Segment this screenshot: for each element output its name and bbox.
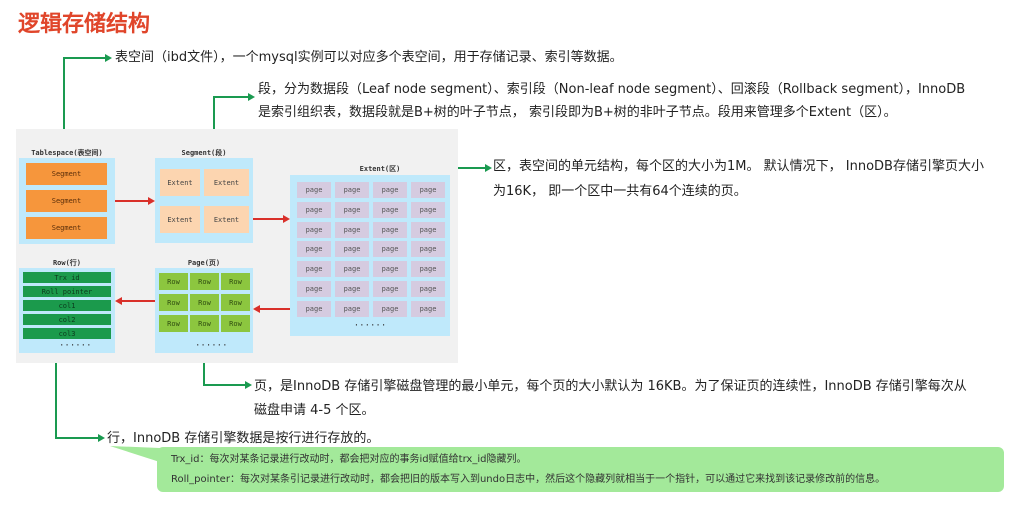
- extent-block: Extent: [204, 206, 249, 233]
- page-block: page: [297, 241, 331, 258]
- row-field: col2: [23, 314, 111, 325]
- page-label: Page(页): [187, 259, 221, 267]
- callout-pointer: [110, 446, 166, 464]
- row-label: Row(行): [52, 259, 82, 267]
- segment-label: Segment(段): [181, 149, 227, 157]
- page-block: page: [335, 221, 369, 238]
- page-block: page: [373, 300, 407, 317]
- row-field: col1: [23, 300, 111, 311]
- row-field: Roll pointer: [23, 286, 111, 297]
- row-block: Row: [159, 273, 188, 290]
- segment-block: Segment: [26, 217, 107, 239]
- page-block: page: [335, 201, 369, 218]
- page-block: page: [411, 182, 445, 198]
- tablespace-description: 表空间（ibd文件），一个mysql实例可以对应多个表空间，用于存储记录、索引等…: [115, 50, 623, 65]
- row-block: Row: [190, 273, 219, 290]
- row-block: Row: [159, 294, 188, 311]
- row-field: col3: [23, 328, 111, 339]
- page-block: page: [297, 221, 331, 238]
- page-block: page: [411, 300, 445, 317]
- page-block: page: [335, 261, 369, 278]
- row-ellipsis: ······: [59, 341, 92, 351]
- page-block: page: [297, 281, 331, 297]
- page-block: page: [411, 281, 445, 297]
- page-block: page: [373, 241, 407, 258]
- row-block: Row: [190, 294, 219, 311]
- extent-description-line2: 为16K， 即一个区中一共有64个连续的页。: [493, 184, 747, 199]
- page-block: page: [297, 300, 331, 317]
- tablespace-label: Tablespace(表空间): [31, 149, 103, 157]
- row-block: Row: [221, 273, 250, 290]
- page-description-line1: 页，是InnoDB 存储引擎磁盘管理的最小单元，每个页的大小默认为 16KB。为…: [254, 379, 967, 394]
- extent-ellipsis: ······: [353, 321, 387, 331]
- page-block: page: [335, 182, 369, 198]
- page-block: page: [411, 201, 445, 218]
- segment-description-line1: 段，分为数据段（Leaf node segment）、索引段（Non-leaf …: [258, 82, 966, 97]
- extent-block: Extent: [204, 169, 249, 196]
- page-description-line2: 磁盘申请 4-5 个区。: [254, 403, 375, 418]
- row-field: Trx id: [23, 272, 111, 283]
- page-block: page: [335, 300, 369, 317]
- segment-block: Segment: [26, 163, 107, 185]
- page-block: page: [373, 201, 407, 218]
- page-ellipsis: ······: [195, 341, 228, 351]
- page-block: page: [411, 221, 445, 238]
- extent-label: Extent(区): [359, 165, 401, 173]
- row-block: Row: [221, 294, 250, 311]
- page-block: page: [297, 201, 331, 218]
- segment-description-line2: 是索引组织表，数据段就是B+树的叶子节点， 索引段即为B+树的非叶子节点。段用来…: [258, 105, 897, 120]
- row-block: Row: [190, 315, 219, 332]
- extent-block: Extent: [160, 206, 200, 233]
- row-box: Trx id Roll pointer col1 col2 col3 ·····…: [19, 268, 115, 353]
- hidden-columns-callout: Trx_id：每次对某条记录进行改动时，都会把对应的事务id赋值给trx_id隐…: [157, 447, 1004, 492]
- page-block: page: [373, 221, 407, 238]
- page-block: page: [411, 241, 445, 258]
- page-block: page: [297, 261, 331, 278]
- trx-id-note: Trx_id：每次对某条记录进行改动时，都会把对应的事务id赋值给trx_id隐…: [171, 454, 527, 465]
- row-block: Row: [159, 315, 188, 332]
- row-description: 行，InnoDB 存储引擎数据是按行进行存放的。: [107, 431, 380, 446]
- row-block: Row: [221, 315, 250, 332]
- page-block: page: [373, 281, 407, 297]
- extent-description-line1: 区，表空间的单元结构，每个区的大小为1M。 默认情况下， InnoDB存储引擎页…: [493, 159, 984, 174]
- page-block: page: [411, 261, 445, 278]
- tablespace-box: Segment Segment Segment: [19, 158, 115, 244]
- page-block: page: [373, 182, 407, 198]
- page-block: page: [297, 182, 331, 198]
- roll-pointer-note: Roll_pointer：每次对某条引记录进行改动时，都会把旧的版本写入到und…: [171, 474, 886, 485]
- page-title: 逻辑存储结构: [18, 12, 151, 37]
- page-block: page: [335, 241, 369, 258]
- extent-block: Extent: [160, 169, 200, 196]
- page-block: page: [335, 281, 369, 297]
- segment-box: Extent Extent Extent Extent: [155, 158, 253, 243]
- segment-block: Segment: [26, 190, 107, 212]
- page-block: page: [373, 261, 407, 278]
